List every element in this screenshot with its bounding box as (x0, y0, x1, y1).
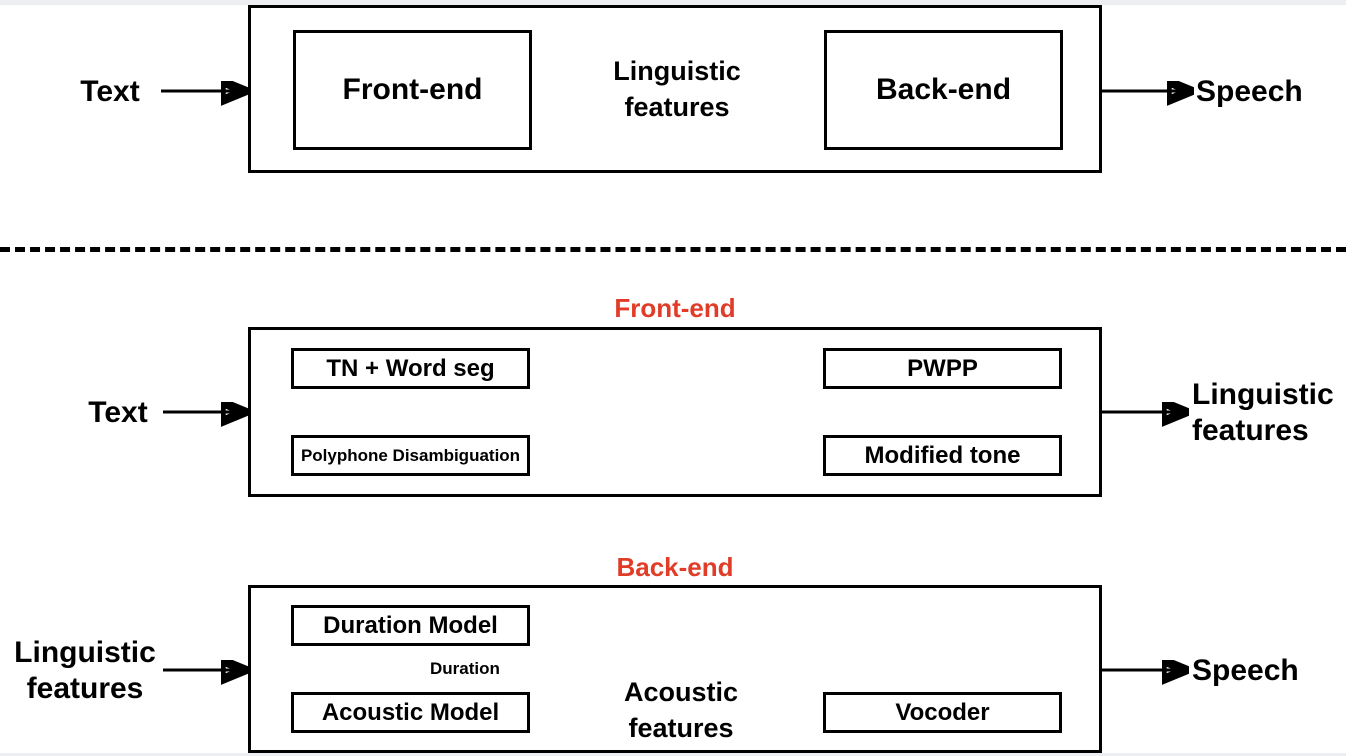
back-end-box-duration-model[interactable]: Duration Model (291, 605, 530, 646)
back-end-box-duration-model-label: Duration Model (323, 611, 498, 639)
overview-edge-label-line1: Linguistic (613, 56, 741, 86)
overview-edge-label-line2: features (624, 92, 730, 122)
front-end-input-text-label: Text (88, 396, 148, 429)
back-end-input-label-line2: features (26, 672, 144, 705)
bottom-edge-band (0, 753, 1346, 756)
front-end-box-tn-word-seg-label: TN + Word seg (326, 354, 495, 382)
section-divider (0, 247, 1346, 252)
front-end-section-title: Front-end (614, 293, 736, 323)
back-end-acoustic-edge-label-line2: features (628, 713, 734, 743)
front-end-box-pwpp-label: PWPP (907, 354, 978, 382)
back-end-output-speech-label: Speech (1192, 654, 1299, 687)
front-end-box-modified-tone-label: Modified tone (864, 441, 1021, 469)
overview-back-end-box[interactable]: Back-end (824, 30, 1063, 150)
overview-output-speech-label: Speech (1196, 75, 1303, 108)
overview-back-end-label: Back-end (875, 73, 1012, 106)
overview-front-end-label: Front-end (342, 73, 483, 106)
front-end-box-modified-tone[interactable]: Modified tone (823, 435, 1062, 476)
back-end-box-acoustic-model[interactable]: Acoustic Model (291, 692, 530, 733)
front-end-box-pwpp[interactable]: PWPP (823, 348, 1062, 389)
front-end-box-tn-word-seg[interactable]: TN + Word seg (291, 348, 530, 389)
back-end-box-acoustic-model-label: Acoustic Model (321, 698, 500, 726)
back-end-section-title: Back-end (616, 552, 734, 582)
overview-input-text-label: Text (80, 75, 140, 108)
front-end-box-polyphone-disambiguation[interactable]: Polyphone Disambiguation (291, 435, 530, 476)
front-end-output-label-line2: features (1192, 414, 1309, 447)
overview-front-end-box[interactable]: Front-end (293, 30, 532, 150)
back-end-box-vocoder-label: Vocoder (895, 698, 990, 726)
back-end-acoustic-edge-label-line1: Acoustic (623, 677, 739, 707)
front-end-output-label-line1: Linguistic (1192, 378, 1334, 411)
front-end-box-polyphone-disambiguation-label: Polyphone Disambiguation (300, 445, 521, 465)
back-end-input-label-line1: Linguistic (14, 636, 156, 669)
back-end-box-vocoder[interactable]: Vocoder (823, 692, 1062, 733)
back-end-duration-edge-label: Duration (430, 659, 500, 678)
top-edge-band (0, 0, 1346, 5)
